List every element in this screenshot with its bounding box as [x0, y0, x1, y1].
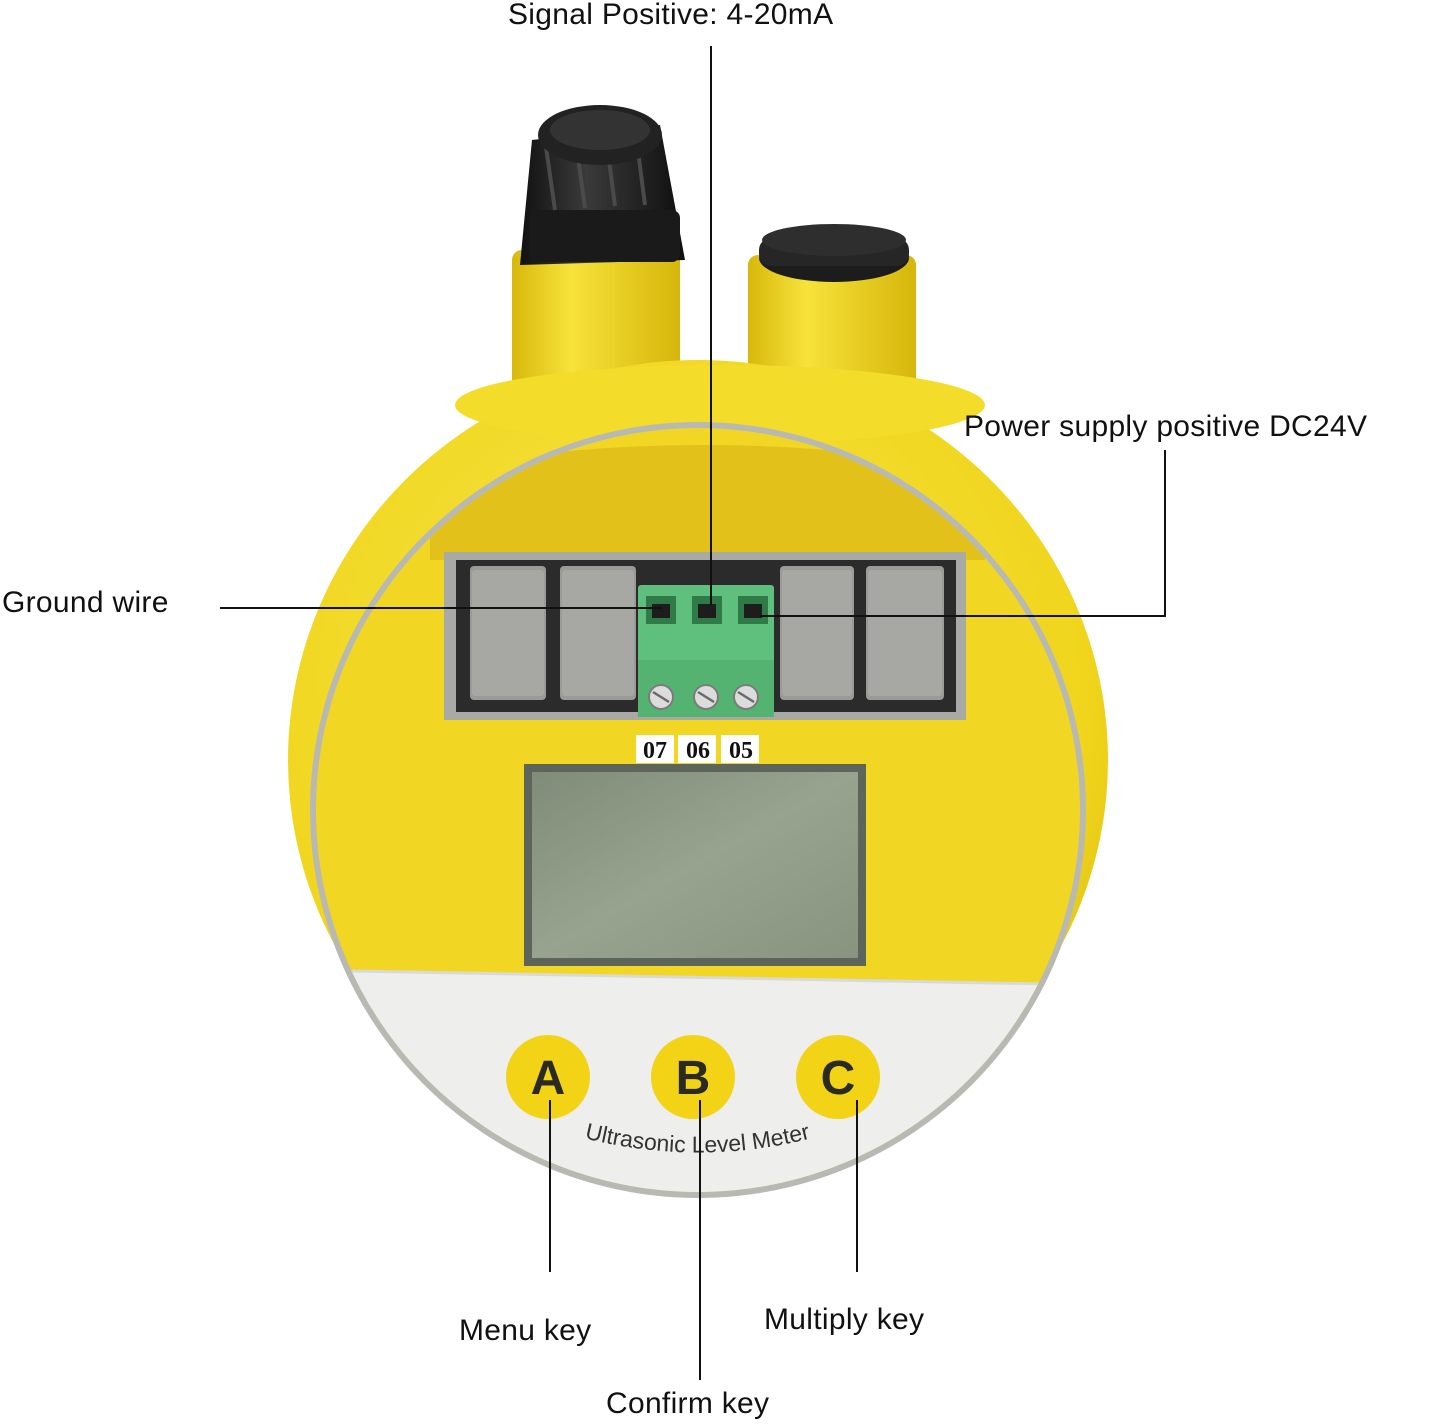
menu-key-button[interactable] — [506, 1035, 590, 1119]
terminal-label: 05 — [729, 738, 753, 764]
terminal-block — [444, 552, 966, 720]
power-supply-callout: Power supply positive DC24V — [964, 410, 1368, 443]
power-leader-line — [760, 450, 1166, 617]
terminal-labels: 07 06 05 — [636, 735, 759, 764]
confirm-key-callout: Confirm key — [606, 1387, 770, 1420]
confirm-key-button[interactable] — [651, 1035, 735, 1119]
key-letter: C — [821, 1052, 856, 1105]
menu-key-callout: Menu key — [459, 1314, 592, 1347]
signal-positive-callout: Signal Positive: 4-20mA — [508, 0, 834, 31]
terminal-label: 06 — [686, 738, 710, 764]
leader-lines — [220, 46, 1166, 1380]
ground-wire-callout: Ground wire — [2, 586, 169, 619]
multiply-key-callout: Multiply key — [764, 1303, 925, 1336]
multiply-key-button[interactable] — [796, 1035, 880, 1119]
terminal-label: 07 — [643, 738, 667, 764]
key-letter: A — [531, 1052, 566, 1105]
lcd-display — [524, 764, 866, 966]
key-letter: B — [676, 1052, 711, 1105]
